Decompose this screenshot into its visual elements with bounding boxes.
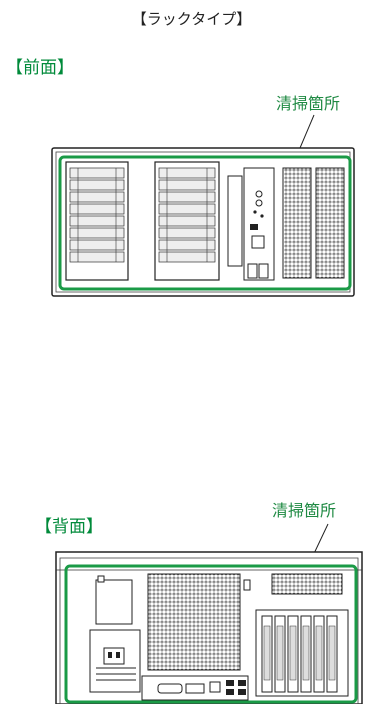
front-server-chassis [51, 114, 355, 297]
back-top-vent [271, 573, 343, 595]
back-cleaning-callout: 清掃箇所 [272, 501, 337, 520]
front-cleaning-callout: 清掃箇所 [276, 94, 341, 113]
front-drive-cage-right [154, 161, 220, 281]
back-fan-vent [147, 573, 251, 671]
front-control-panel [227, 167, 275, 281]
front-vent-panels [282, 167, 345, 279]
back-view-label: 【背面】 [35, 517, 103, 537]
page-title: 【ラックタイプ】 [131, 10, 252, 28]
back-expansion-slots [255, 609, 349, 697]
back-cleaning-highlight [64, 564, 358, 704]
back-io-ports [141, 675, 249, 701]
front-view-label: 【前面】 [6, 58, 74, 78]
back-server-chassis [55, 523, 363, 704]
front-cleaning-highlight [58, 155, 352, 291]
back-power-supply [89, 575, 141, 693]
front-callout-leader [299, 114, 315, 149]
front-drive-cage-left [65, 161, 129, 281]
